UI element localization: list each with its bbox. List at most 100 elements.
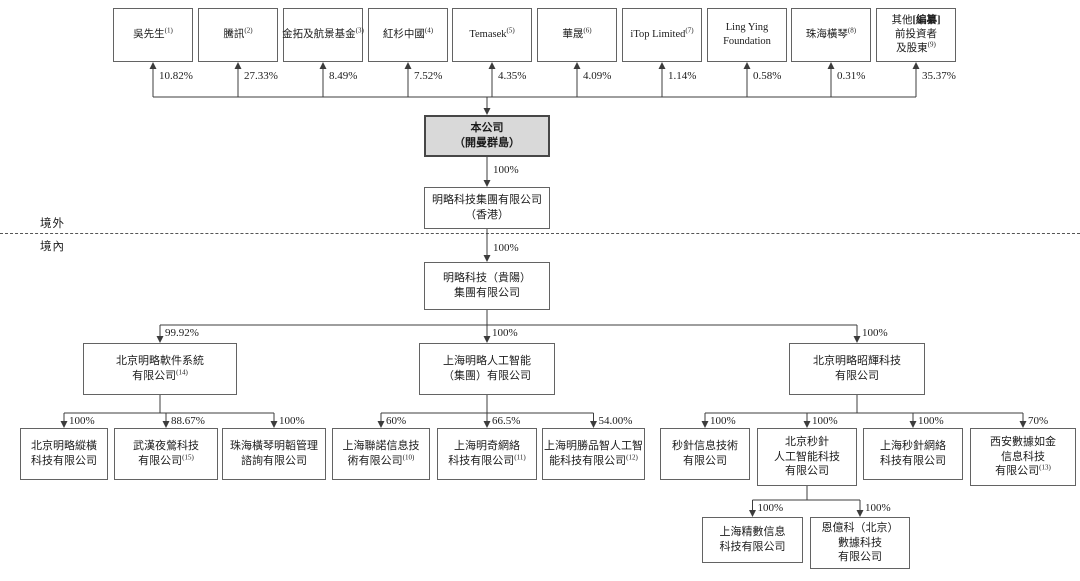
org-node-label: 珠海橫琴明韜管理	[230, 439, 318, 454]
ownership-label: 10.82%	[159, 70, 193, 82]
ownership-label: 0.58%	[753, 70, 781, 82]
org-node-label: 有限公司(15)	[138, 454, 194, 469]
org-node-label: 科技有限公司(11)	[448, 454, 525, 469]
footnote-ref: (2)	[244, 27, 252, 35]
org-node-label: 能科技有限公司(12)	[549, 454, 638, 469]
org-node-label: 吳先生(1)	[133, 28, 173, 42]
org-node-label: 明略科技（貴陽）	[443, 271, 531, 286]
co-mingsheng-pinzhi: 上海明勝品智人工智能科技有限公司(12)	[542, 428, 645, 480]
footnote-ref: (6)	[583, 27, 591, 35]
ownership-label: 35.37%	[922, 70, 956, 82]
co-zhaohui: 北京明略昭輝科技有限公司	[789, 343, 925, 395]
org-node-label: 恩億科（北京）	[822, 521, 899, 536]
org-node-label: iTop Limited(7)	[630, 28, 693, 42]
org-node-label: 上海明奇網絡	[454, 439, 520, 454]
co-rujin: 西安數據如金信息科技有限公司(13)	[970, 428, 1076, 486]
ownership-label: 100%	[918, 415, 944, 427]
org-node-label: 有限公司	[835, 369, 879, 384]
ownership-label: 88.67%	[171, 415, 205, 427]
org-node-label: 及股東(9)	[896, 42, 936, 56]
ownership-label: 100%	[279, 415, 305, 427]
sh-huasheng: 華晟(6)	[537, 8, 617, 62]
org-node-label: 數據科技	[838, 536, 882, 551]
ownership-label: 70%	[1028, 415, 1048, 427]
sh-lingying-foundation: Ling YingFoundation	[707, 8, 787, 62]
co-mingqi: 上海明奇網絡科技有限公司(11)	[437, 428, 537, 480]
sh-itop: iTop Limited(7)	[622, 8, 702, 62]
ownership-label: 100%	[69, 415, 95, 427]
org-node-label: 諮詢有限公司	[241, 454, 307, 469]
ownership-label: 4.35%	[498, 70, 526, 82]
sh-tencent: 騰訊(2)	[198, 8, 278, 62]
footnote-ref: (4)	[425, 27, 433, 35]
org-node-label: Ling Ying	[726, 21, 769, 35]
org-node-label: 上海精數信息	[720, 525, 786, 540]
org-node-label: 有限公司	[838, 550, 882, 565]
org-node-label: 科技有限公司	[720, 540, 786, 555]
org-node-label: 本公司	[471, 121, 504, 136]
org-node-label: 上海秒針網絡	[880, 439, 946, 454]
ownership-label: 27.33%	[244, 70, 278, 82]
ownership-label: 60%	[386, 415, 406, 427]
co-jingshu: 上海精數信息科技有限公司	[702, 517, 803, 563]
co-hongkong: 明略科技集團有限公司（香港）	[424, 187, 550, 229]
org-node-label: 秒針信息技術	[672, 439, 738, 454]
sh-mr-wu: 吳先生(1)	[113, 8, 193, 62]
org-node-label: 紅杉中國(4)	[383, 28, 433, 42]
org-node-label: Temasek(5)	[469, 28, 514, 42]
ownership-label: 100%	[758, 502, 784, 514]
org-node-label: 科技有限公司	[880, 454, 946, 469]
ownership-label: 54.00%	[599, 415, 633, 427]
footnote-ref: (11)	[514, 453, 525, 461]
org-node-label: 騰訊(2)	[223, 28, 252, 42]
co-zongheng: 北京明略縱橫科技有限公司	[20, 428, 108, 480]
co-miaozhen-ai: 北京秒針人工智能科技有限公司	[757, 428, 857, 486]
org-node-label: 有限公司	[683, 454, 727, 469]
co-cayman: 本公司（開曼群島）	[424, 115, 550, 157]
footnote-ref: (14)	[176, 368, 188, 376]
org-node-label: 武漢夜鶯科技	[133, 439, 199, 454]
co-miaozhen-network: 上海秒針網絡科技有限公司	[863, 428, 963, 480]
org-node-label: 華晟(6)	[562, 28, 591, 42]
footnote-ref: (7)	[685, 27, 693, 35]
co-nightingale: 武漢夜鶯科技有限公司(15)	[114, 428, 218, 480]
footnote-ref: (1)	[165, 27, 173, 35]
co-liannuo: 上海聯諾信息技術有限公司(10)	[332, 428, 430, 480]
ownership-label: 4.09%	[583, 70, 611, 82]
org-node-label: 北京明略縱橫	[31, 439, 97, 454]
org-node-label: （集團）有限公司	[443, 369, 531, 384]
co-miaozhen-info: 秒針信息技術有限公司	[660, 428, 750, 480]
org-node-label: 上海聯諾信息技	[343, 439, 420, 454]
ownership-label: 100%	[492, 327, 518, 339]
co-mlamp-software: 北京明略軟件系統有限公司(14)	[83, 343, 237, 395]
org-node-label: （香港）	[465, 208, 509, 223]
org-node-label: 有限公司	[785, 464, 829, 479]
co-mingtao: 珠海橫琴明韜管理諮詢有限公司	[222, 428, 326, 480]
org-node-label: 有限公司(14)	[132, 369, 188, 384]
org-node-label: 金拓及航景基金(3)	[282, 28, 364, 42]
sh-temasek: Temasek(5)	[452, 8, 532, 62]
footnote-ref: (13)	[1039, 464, 1051, 472]
org-node-label: 人工智能科技	[774, 450, 840, 465]
ownership-label: 100%	[862, 327, 888, 339]
ownership-label: 100%	[812, 415, 838, 427]
ownership-label: 8.49%	[329, 70, 357, 82]
sh-jintuo-hangjing: 金拓及航景基金(3)	[283, 8, 363, 62]
footnote-ref: (10)	[403, 453, 415, 461]
offshore-label: 境外	[40, 215, 65, 231]
org-node-label: 其他[編纂]	[892, 14, 941, 28]
sh-sequoia-china: 紅杉中國(4)	[368, 8, 448, 62]
org-node-label: 北京明略軟件系統	[116, 354, 204, 369]
org-node-label: 西安數據如金	[990, 435, 1056, 450]
co-guiyang: 明略科技（貴陽）集團有限公司	[424, 262, 550, 310]
co-shanghai-ml-ai: 上海明略人工智能（集團）有限公司	[419, 343, 555, 395]
org-node-label: 明略科技集團有限公司	[432, 193, 542, 208]
org-node-label: 北京明略昭輝科技	[813, 354, 901, 369]
org-node-label: 上海明略人工智能	[443, 354, 531, 369]
ownership-label: 0.31%	[837, 70, 865, 82]
ownership-label: 1.14%	[668, 70, 696, 82]
footnote-ref: (9)	[928, 40, 936, 48]
ownership-label: 7.52%	[414, 70, 442, 82]
ownership-label: 66.5%	[492, 415, 520, 427]
